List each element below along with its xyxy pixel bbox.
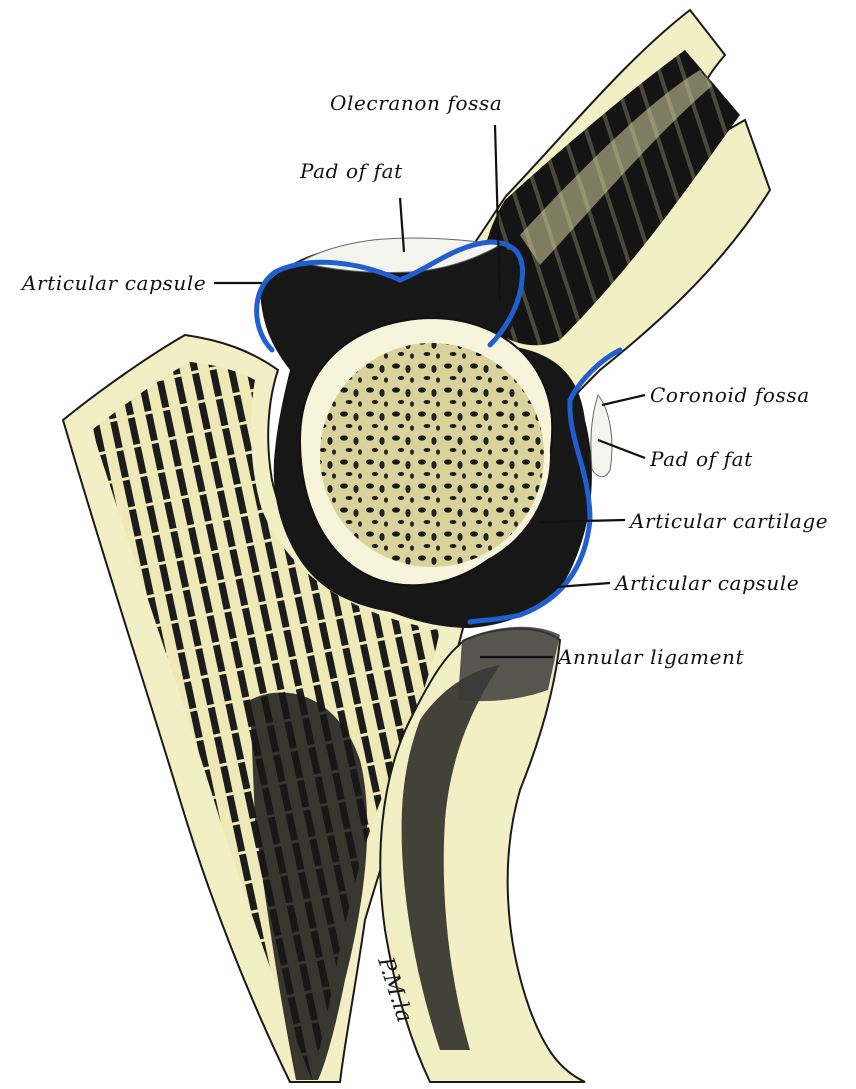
label-pad-of-fat-top: Pad of fat <box>299 159 403 183</box>
annular-ligament-band <box>458 627 560 701</box>
label-articular-capsule-left: Articular capsule <box>20 271 206 295</box>
label-coronoid-fossa: Coronoid fossa <box>650 383 810 407</box>
label-articular-capsule-right: Articular capsule <box>613 571 799 595</box>
label-annular-ligament: Annular ligament <box>556 645 745 669</box>
humeral-trochlea <box>317 340 547 570</box>
pad-of-fat-right <box>591 395 612 477</box>
leader-coronoid-fossa <box>602 395 645 405</box>
label-pad-of-fat-right: Pad of fat <box>649 447 753 471</box>
label-articular-cartilage: Articular cartilage <box>628 509 828 533</box>
label-olecranon-fossa: Olecranon fossa <box>330 91 502 115</box>
